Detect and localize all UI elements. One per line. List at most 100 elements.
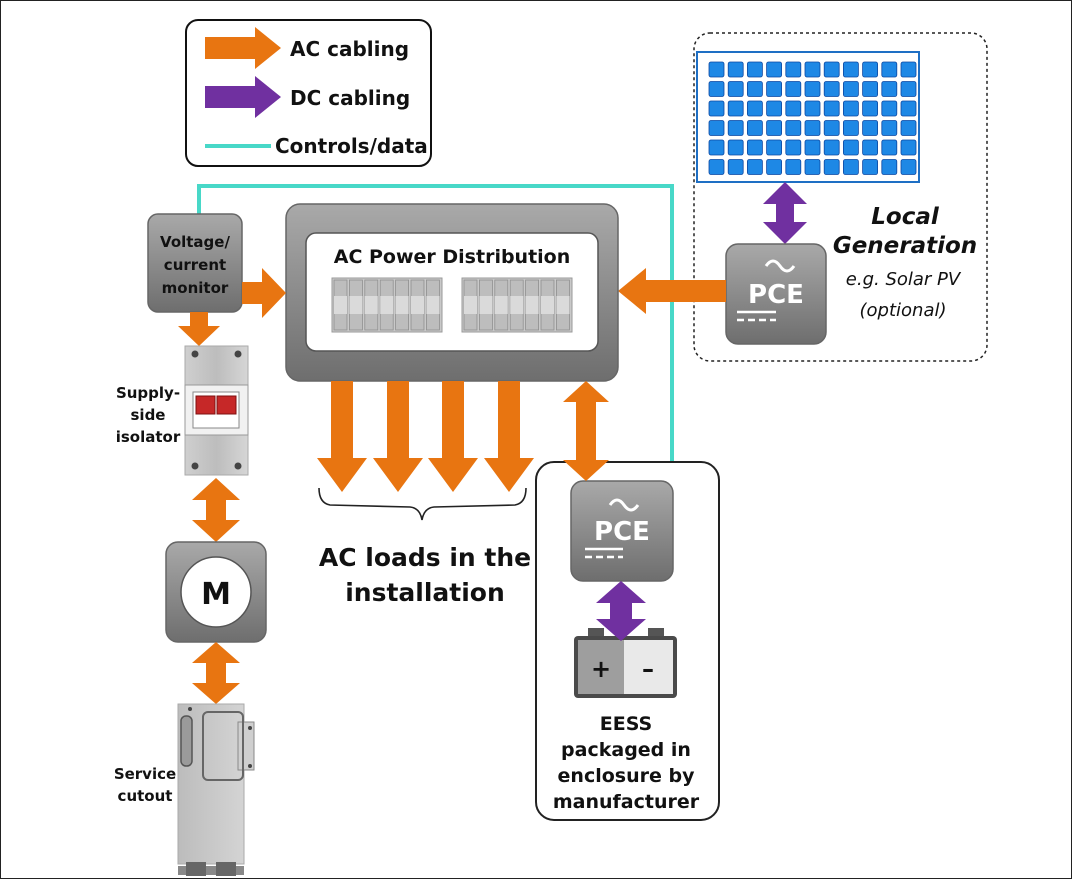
- breaker-toggle-icon: [426, 296, 440, 314]
- distribution-title: AC Power Distribution: [334, 246, 571, 268]
- legend: AC cabling DC cabling Controls/data: [185, 19, 432, 167]
- dc-arrow-icon: [205, 76, 281, 118]
- solar-cell: [862, 120, 878, 136]
- cutout-base: [178, 866, 244, 875]
- monitor-label-2: current: [164, 256, 226, 274]
- meter: M: [165, 541, 267, 643]
- legend-dc-label: DC cabling: [290, 86, 410, 110]
- solar-cell: [881, 120, 898, 136]
- ac-arrow-distribution-eess: [563, 381, 609, 481]
- loads-label-1: AC loads in the: [319, 543, 531, 572]
- dc-arrow-panel-pce: [763, 182, 807, 244]
- voltage-current-monitor: Voltage/ current monitor: [147, 213, 243, 313]
- cutout-foot-icon: [186, 862, 206, 876]
- solar-cell: [804, 100, 821, 117]
- solar-cell: [881, 159, 898, 175]
- solar-cell: [766, 100, 782, 117]
- isolator-toggle-right-icon: [216, 395, 237, 415]
- ac-arrow-monitor-to-isolator: [178, 312, 220, 346]
- solar-cell: [708, 139, 725, 156]
- solar-cell: [823, 100, 840, 117]
- solar-cell: [804, 81, 821, 97]
- screw-icon: [191, 462, 199, 470]
- solar-cell: [747, 100, 763, 117]
- solar-cell: [785, 120, 802, 136]
- screw-icon: [188, 707, 192, 711]
- breaker-toggle-icon: [525, 296, 539, 314]
- battery-minus-symbol: –: [642, 655, 654, 683]
- eess-label-1: EESS: [600, 713, 652, 735]
- solar-cell: [862, 159, 878, 175]
- cutout-side-block: [237, 721, 255, 771]
- solar-cell: [727, 81, 744, 97]
- local-generation-title-1: Local: [871, 204, 940, 230]
- breaker-toggle-icon: [334, 296, 347, 314]
- isolator-label-3: isolator: [116, 428, 181, 446]
- solar-cell: [727, 139, 744, 156]
- solar-cell: [708, 120, 725, 136]
- dc-arrow-pce-battery: [596, 581, 646, 641]
- solar-cell: [804, 139, 821, 156]
- loads-label-2: installation: [345, 578, 505, 607]
- solar-cell: [823, 120, 840, 136]
- eess-pce-label: PCE: [594, 517, 650, 547]
- battery-negative-cell: [624, 640, 673, 694]
- solar-cell: [804, 61, 821, 78]
- solar-cell: [823, 61, 840, 78]
- solar-cell: [708, 100, 725, 117]
- ac-load-arrow: [484, 381, 534, 492]
- solar-cell: [843, 159, 859, 175]
- breaker-toggle-icon: [364, 296, 378, 314]
- solar-cell: [823, 81, 840, 97]
- solar-cell: [747, 139, 763, 156]
- ac-arrow-meter-cutout: [192, 642, 240, 704]
- solar-cell: [843, 100, 859, 117]
- solar-cell: [747, 120, 763, 136]
- solar-cell: [862, 100, 878, 117]
- solar-cell: [862, 81, 878, 97]
- solar-cell: [900, 61, 917, 78]
- generation-pce: PCE: [725, 243, 827, 345]
- cutout-label-1: Service: [114, 765, 176, 783]
- solar-cell: [843, 120, 859, 136]
- solar-cell: [881, 61, 898, 78]
- solar-cell: [843, 139, 859, 156]
- legend-controls-label: Controls/data: [275, 134, 428, 158]
- solar-panel-cells: [708, 61, 917, 175]
- ac-arrow-monitor-to-distribution: [242, 268, 286, 318]
- eess-group: PCE + – EESS packaged in enclosure by ma…: [535, 461, 720, 821]
- battery-plus-symbol: +: [591, 655, 611, 683]
- meter-symbol: M: [201, 577, 231, 612]
- solar-cell: [881, 81, 898, 97]
- screw-icon: [191, 350, 199, 358]
- solar-cell: [785, 159, 802, 175]
- screw-icon: [248, 764, 252, 768]
- solar-cell: [804, 159, 821, 175]
- sine-wave-icon: [608, 498, 640, 512]
- ac-arrow-isolator-meter: [192, 478, 240, 542]
- solar-cell: [881, 139, 898, 156]
- solar-cell: [766, 120, 782, 136]
- breaker-toggle-icon: [479, 296, 493, 314]
- ac-arrow-icon: [205, 27, 281, 69]
- solar-cell: [747, 81, 763, 97]
- solar-cell: [900, 100, 917, 117]
- breaker-toggle-icon: [510, 296, 524, 314]
- ac-load-arrows: [317, 381, 534, 492]
- isolator-toggle-left-icon: [195, 395, 216, 415]
- breaker-rows: [331, 277, 573, 333]
- ac-load-arrow: [373, 381, 423, 492]
- sine-wave-icon: [764, 259, 796, 273]
- local-generation-subtitle-2: (optional): [860, 300, 947, 321]
- monitor-label-1: Voltage/: [160, 233, 230, 251]
- monitor-label-3: monitor: [162, 279, 229, 297]
- breaker-toggle-icon: [411, 296, 424, 314]
- solar-cell: [727, 120, 744, 136]
- solar-cell: [823, 159, 840, 175]
- cutout-fuse-carrier: [202, 711, 244, 781]
- breaker-toggle-icon: [556, 296, 570, 314]
- local-generation-group: PCE Local Generation e.g. Solar PV (opti…: [693, 32, 988, 362]
- breaker-toggle-icon: [464, 296, 477, 314]
- isolator-label-2: side: [131, 406, 166, 424]
